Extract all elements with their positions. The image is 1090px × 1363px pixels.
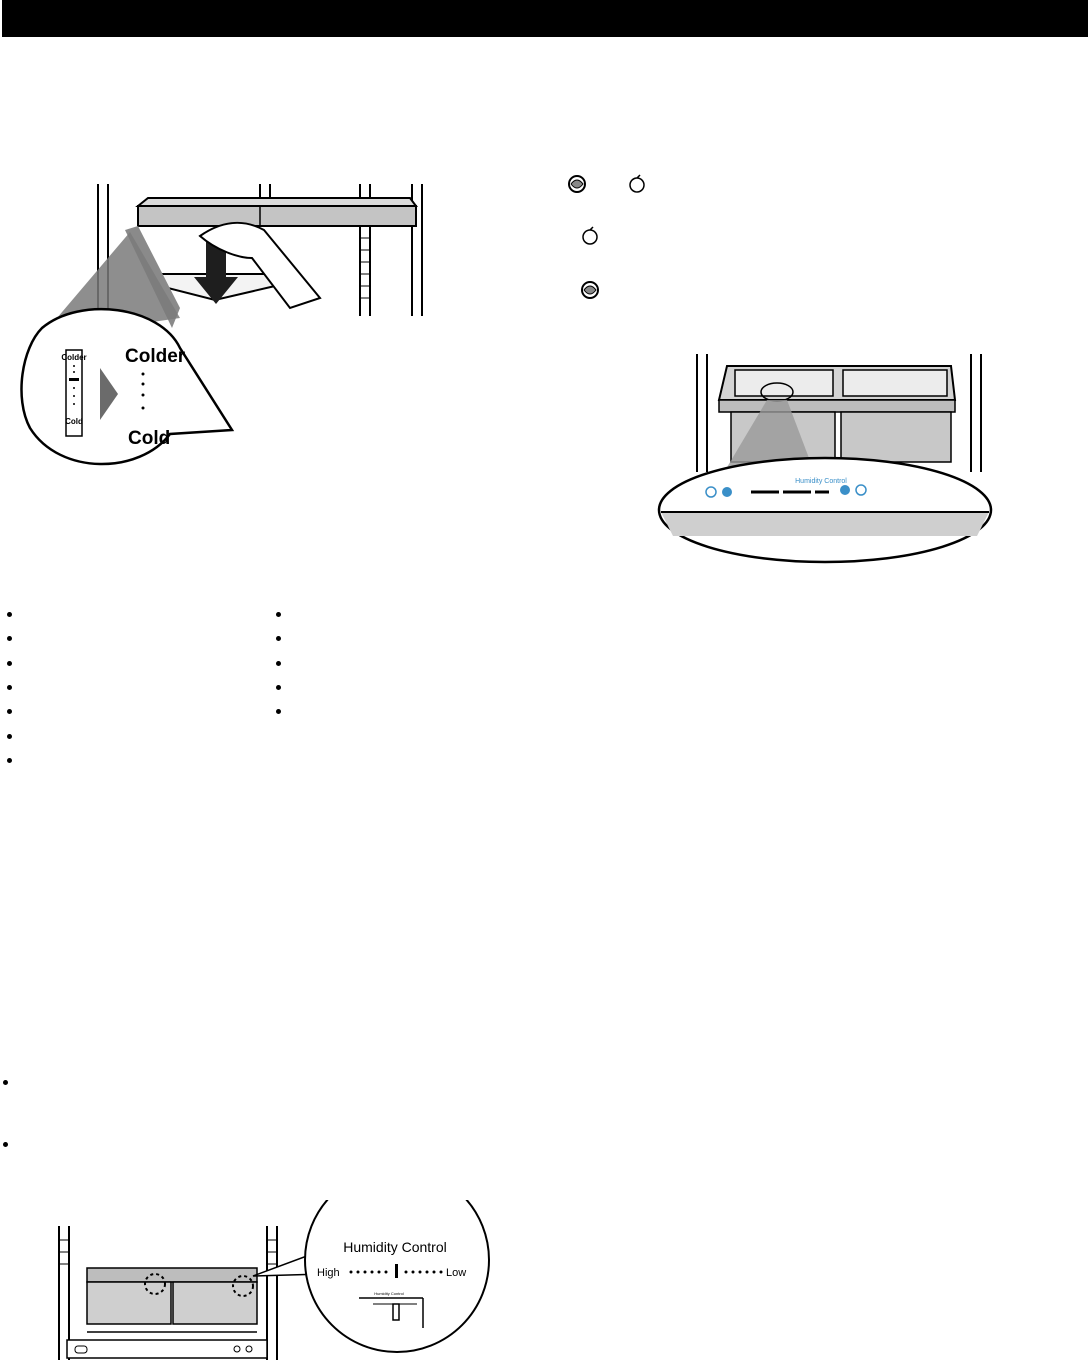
slider-bottom-label: Cold: [65, 417, 83, 426]
crisper-figure: Humidity Control: [657, 354, 993, 564]
bullet-marker: [3, 1142, 8, 1147]
bullet-marker: [276, 661, 281, 666]
header-bar: [2, 0, 1088, 37]
chevron-right-icon: [100, 368, 118, 420]
scale-low-label: Low: [446, 1267, 466, 1279]
chevron-up-icon: [722, 487, 732, 497]
slider-top-label: Colder: [61, 353, 86, 362]
bullet-marker: [7, 758, 12, 763]
inset-humidity-label: Humidity Control: [374, 1291, 404, 1296]
humidity-figure: Humidity Control High Low Humidity Contr…: [58, 1200, 490, 1360]
bullet-marker: [276, 636, 281, 641]
scale-high-label: High: [317, 1267, 340, 1279]
bullet-marker: [276, 709, 281, 714]
vegetable-icon: [705, 486, 717, 498]
bullet-marker: [276, 612, 281, 617]
bullet-marker: [7, 612, 12, 617]
bullet-marker: [7, 685, 12, 690]
chevron-down-icon: [840, 485, 850, 495]
label-cold: Cold: [128, 428, 170, 449]
bullet-marker: [7, 734, 12, 739]
bullet-marker: [7, 661, 12, 666]
meat-keeper-figure: Colder Cold Colder Cold: [20, 184, 423, 466]
humidity-callout-title: Humidity Control: [343, 1239, 446, 1255]
bullet-marker: [7, 709, 12, 714]
crisper-humidity-label: Humidity Control: [795, 478, 847, 485]
vegetable-icon: [568, 175, 586, 193]
vegetable-icon: [581, 281, 599, 299]
label-colder: Colder: [125, 346, 186, 367]
fruit-icon: [582, 226, 598, 245]
bullet-marker: [276, 685, 281, 690]
bullet-marker: [3, 1080, 8, 1085]
fruit-icon: [855, 484, 867, 496]
fruit-icon: [629, 174, 645, 193]
bullet-marker: [7, 636, 12, 641]
